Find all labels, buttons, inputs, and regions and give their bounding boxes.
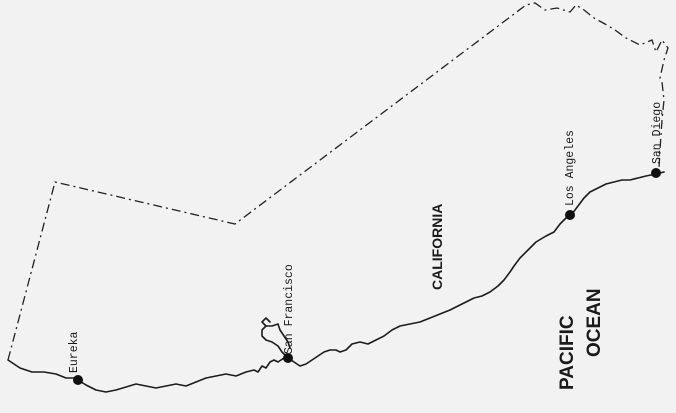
san-francisco-bay (261, 323, 291, 359)
los-angeles-label: Los Angeles (564, 130, 577, 206)
state-label: CALIFORNIA (429, 204, 445, 290)
san-francisco-bay-north (261, 317, 271, 327)
ocean-label-line1: PACIFIC (557, 315, 578, 390)
los-angeles-marker (565, 210, 575, 220)
san-francisco-marker (283, 353, 293, 363)
san-francisco-label: San Francisco (283, 264, 296, 354)
eureka-marker (73, 375, 83, 385)
san-diego-marker (651, 168, 661, 178)
san-diego-label: San Diego (651, 102, 664, 164)
state-border (7, 2, 669, 361)
eureka-label: Eureka (68, 331, 81, 373)
ocean-label-line2: OCEAN (584, 288, 605, 357)
coastline (7, 171, 665, 393)
